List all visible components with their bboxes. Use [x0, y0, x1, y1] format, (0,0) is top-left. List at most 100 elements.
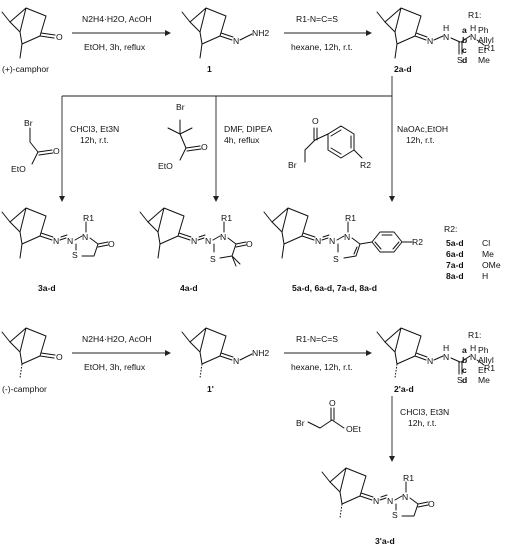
- atom-label: N: [67, 236, 73, 246]
- condition-step2-bottom: hexane, 12h, r.t.: [291, 42, 353, 52]
- table-value: Cl: [482, 238, 490, 248]
- atom-label: Br: [296, 418, 305, 428]
- atom-label: N: [443, 352, 449, 362]
- atom-label: R1: [403, 473, 414, 483]
- condition-path5-line2: 12h, r.t.: [406, 135, 435, 145]
- atom-label: EtO: [11, 164, 26, 174]
- table-key: d: [462, 375, 467, 385]
- condition-path3-line2: 12h, r.t.: [80, 135, 109, 145]
- thiazolidinone-3-prime-structure: N N N R1 O S: [321, 467, 435, 520]
- condition-path4-line2: 4h, reflux: [224, 135, 260, 145]
- atom-label: Br: [288, 160, 297, 170]
- atom-label: H: [470, 23, 476, 33]
- table-value: Me: [482, 249, 494, 259]
- condition-lower-step2-top: R1-N=C=S: [296, 334, 338, 344]
- atom-label: R2: [412, 237, 423, 247]
- arrow-head: [59, 196, 65, 202]
- atom-label: N: [443, 32, 449, 42]
- atom-label: O: [56, 352, 63, 362]
- atom-label: N: [427, 356, 433, 366]
- atom-label: N: [220, 232, 226, 242]
- table-key: b: [462, 355, 467, 365]
- table-header: R2:: [444, 224, 457, 234]
- atom-label: H: [443, 343, 449, 353]
- atom-label: S: [210, 254, 216, 264]
- atom-label: N: [233, 356, 239, 366]
- atom-label: O: [53, 146, 60, 156]
- atom-label: N: [329, 236, 335, 246]
- atom-label: R1: [484, 43, 495, 53]
- table-value: Et: [478, 365, 487, 375]
- table-value: H: [482, 271, 488, 281]
- condition-lower-path3-line1: CHCl3, Et3N: [400, 407, 449, 417]
- arrow-head: [389, 196, 395, 202]
- thiosemicarbazone-structure: N N H S N H R1: [376, 7, 495, 65]
- thiosemicarbazone-enantiomer-structure: N N H S N H R1: [376, 327, 495, 385]
- atom-label: Br: [24, 118, 33, 128]
- condition-lower-step1-bottom: EtOH, 3h, reflux: [84, 362, 146, 372]
- atom-label: N: [387, 496, 393, 506]
- atom-label: R1: [83, 213, 94, 223]
- table-key: a: [462, 25, 467, 35]
- table-value: Ph: [478, 25, 489, 35]
- table-value: Allyl: [478, 35, 494, 45]
- condition-step1-top: N2H4·H2O, AcOH: [82, 14, 152, 24]
- atom-label: N: [191, 236, 197, 246]
- r1-substituent-table-lower: R1: a Ph b Allyl c Et d Me: [462, 330, 494, 385]
- compound-label-4: 4a-d: [180, 283, 198, 293]
- atom-label: O: [246, 239, 253, 249]
- table-value: Et: [478, 45, 487, 55]
- condition-lower-path3-line2: 12h, r.t.: [408, 418, 437, 428]
- atom-label: O: [108, 239, 115, 249]
- atom-label: O: [312, 116, 319, 126]
- arrow-head: [389, 456, 395, 462]
- table-header: R1:: [468, 330, 481, 340]
- table-key: a: [462, 345, 467, 355]
- table-key: 6a-d: [446, 249, 464, 259]
- table-key: c: [462, 365, 467, 375]
- atom-label: N: [373, 496, 379, 506]
- arrow-head: [165, 350, 171, 356]
- ethyl-bromoacetate-reagent-lower: Br O OEt: [296, 398, 361, 434]
- atom-label: Br: [176, 102, 185, 112]
- atom-label: NH2: [252, 348, 269, 358]
- condition-path4-line1: DMF, DIPEA: [224, 124, 272, 134]
- compound-label-2: 2a-d: [394, 64, 412, 74]
- atom-label: EtO: [158, 161, 173, 171]
- compound-label-1: 1: [207, 64, 212, 74]
- table-value: Me: [478, 375, 490, 385]
- atom-label: S: [72, 250, 78, 260]
- atom-label: O: [329, 398, 336, 408]
- atom-label: N: [205, 236, 211, 246]
- condition-lower-step2-bottom: hexane, 12h, r.t.: [291, 362, 353, 372]
- atom-label: O: [201, 142, 208, 152]
- atom-label: N: [233, 36, 239, 46]
- table-header: R1:: [468, 10, 481, 20]
- arrow-head: [213, 196, 219, 202]
- plus-camphor-structure: O: [1, 7, 63, 59]
- atom-label: OEt: [346, 424, 361, 434]
- atom-label: R1: [484, 363, 495, 373]
- table-value: Ph: [478, 345, 489, 355]
- table-value: Me: [478, 55, 490, 65]
- atom-label: N: [82, 232, 88, 242]
- compound-label-minus-camphor: (-)-camphor: [2, 384, 47, 394]
- condition-path5-line1: NaOAc,EtOH: [397, 124, 448, 134]
- atom-label: S: [457, 55, 463, 65]
- table-value: Allyl: [478, 355, 494, 365]
- arrow-head: [366, 30, 372, 36]
- arrow-head: [165, 30, 171, 36]
- condition-step1-bottom: EtOH, 3h, reflux: [84, 42, 146, 52]
- atom-label: R2: [360, 160, 371, 170]
- compound-label-3: 3a-d: [38, 283, 56, 293]
- ethyl-bromoisobutyrate-reagent: Br O EtO: [158, 102, 208, 171]
- condition-lower-step1-top: N2H4·H2O, AcOH: [82, 334, 152, 344]
- atom-label: R1: [345, 213, 356, 223]
- atom-label: N: [315, 236, 321, 246]
- thiazolidinone-3-structure: N N N R1 O S: [1, 207, 115, 260]
- phenacyl-bromide-reagent: O Br R2: [288, 116, 371, 170]
- table-key: 7a-d: [446, 260, 464, 270]
- arrow-head: [366, 350, 372, 356]
- atom-label: N: [427, 36, 433, 46]
